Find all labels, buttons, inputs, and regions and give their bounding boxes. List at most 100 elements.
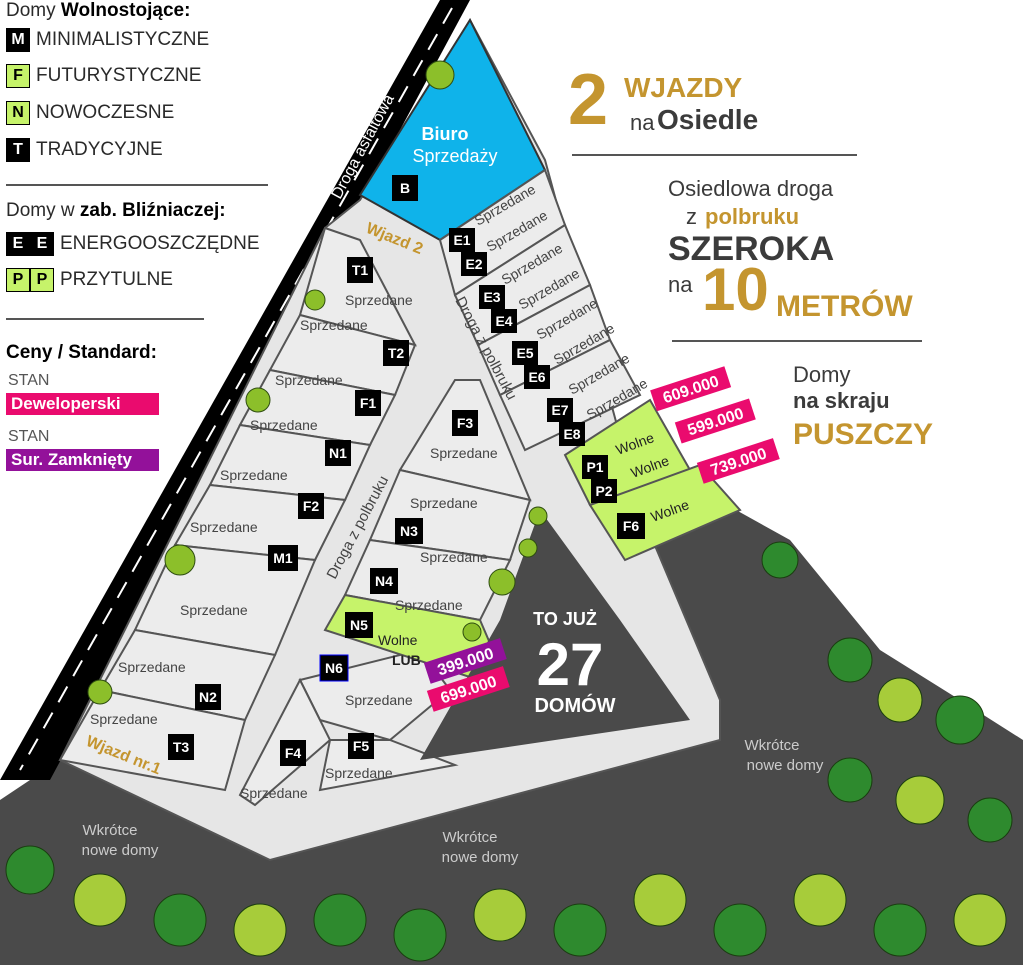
legend-label-m: MINIMALISTYCZNE xyxy=(36,29,210,51)
plot-code-e6[interactable]: E6 xyxy=(524,365,550,389)
plot-code-n3[interactable]: N3 xyxy=(395,518,423,544)
plot-code-text: N2 xyxy=(199,689,217,705)
plot-code-text: E7 xyxy=(551,402,568,418)
price-badge-p2[interactable]: 599.000 xyxy=(674,398,756,444)
price-badge-f6[interactable]: 739.000 xyxy=(696,438,780,484)
legend-code-m: M xyxy=(6,28,30,52)
plot-code-n2[interactable]: N2 xyxy=(195,684,221,710)
plot-code-p1[interactable]: P1 xyxy=(582,455,608,479)
legend-twin-bold: zab. Bliźniaczej: xyxy=(79,200,226,221)
sold-label: Sprzedane xyxy=(410,495,478,511)
plot-code-e1[interactable]: E1 xyxy=(449,228,475,252)
plot-code-e2[interactable]: E2 xyxy=(461,252,487,276)
plot-code-e5[interactable]: E5 xyxy=(512,341,538,365)
legend-twin-heading: Domy w zab. Bliźniaczej: xyxy=(6,200,226,222)
plot-code-n4[interactable]: N4 xyxy=(370,568,398,594)
plot-code-text: N3 xyxy=(400,523,418,539)
plot-code-e3[interactable]: E3 xyxy=(479,285,505,309)
plot-code-text: E5 xyxy=(516,345,533,361)
promo-road-material: polbruku xyxy=(705,204,800,229)
sold-label: Sprzedane xyxy=(345,692,413,708)
plot-code-text: T2 xyxy=(388,345,405,361)
plot-code-t2[interactable]: T2 xyxy=(383,340,409,366)
plot-code-text: N1 xyxy=(329,445,347,461)
plot-code-f4[interactable]: F4 xyxy=(280,740,306,766)
legend-code-e1: E xyxy=(6,232,30,256)
legend-code-p1: P xyxy=(6,268,30,292)
sold-label: Sprzedane xyxy=(118,659,186,675)
promo-road-wide: SZEROKA xyxy=(668,230,835,268)
legend-code-f: F xyxy=(6,64,30,88)
legend-item-m: M MINIMALISTYCZNE xyxy=(6,28,209,52)
plot-code-n1[interactable]: N1 xyxy=(325,440,351,466)
sold-label: Sprzedane xyxy=(275,372,343,388)
inner-dark xyxy=(420,510,690,760)
plot-code-text: F2 xyxy=(303,498,320,514)
sold-label: Sprzedane xyxy=(90,711,158,727)
plot-code-text: T3 xyxy=(173,739,190,755)
promo-divider xyxy=(672,340,922,342)
plot-code-e7[interactable]: E7 xyxy=(547,398,573,422)
price-badge-p1[interactable]: 609.000 xyxy=(650,366,732,412)
plot-code-text: E1 xyxy=(453,232,470,248)
plot-code-e4[interactable]: E4 xyxy=(491,309,517,333)
plot-code-text: F4 xyxy=(285,745,302,761)
plot-code-text: E8 xyxy=(563,426,580,442)
plot-code-text: F6 xyxy=(623,518,640,534)
plot-code-f2[interactable]: F2 xyxy=(298,493,324,519)
legend-detached-bold: Wolnostojące: xyxy=(60,0,191,21)
plot-code-m1[interactable]: M1 xyxy=(268,545,298,571)
legend-twin-prefix: Domy w xyxy=(6,200,80,221)
legend-stan-2: STAN xyxy=(8,428,50,445)
promo-road-width-num: 10 xyxy=(702,256,769,323)
plot-code-text: F3 xyxy=(457,415,474,431)
plot-code-n5[interactable]: N5 xyxy=(345,612,373,638)
plot-code-text: E3 xyxy=(483,289,500,305)
plot-code-f1[interactable]: F1 xyxy=(355,390,381,416)
promo-entries-place: Osiedle xyxy=(657,104,759,135)
sold-label: Sprzedane xyxy=(190,519,258,535)
center-number: 27 xyxy=(537,631,604,698)
legend-divider xyxy=(6,184,268,186)
plot-code-text: N4 xyxy=(375,573,393,589)
legend-label-e: ENERGOOSZCZĘDNE xyxy=(60,233,260,255)
legend-code-p2: P xyxy=(30,268,54,292)
legend-standard-closed: Sur. Zamknięty xyxy=(6,449,159,471)
or-label: LUB xyxy=(392,652,421,668)
promo-road-na: na xyxy=(668,272,693,297)
soon-left-1: Wkrótce xyxy=(82,822,137,839)
promo-road-line1: Osiedlowa droga xyxy=(668,176,834,201)
plot-code-t1[interactable]: T1 xyxy=(347,257,373,283)
plot-code-text: E4 xyxy=(495,313,512,329)
legend-stan-1: STAN xyxy=(8,372,50,389)
center-line-1: TO JUŻ xyxy=(533,609,597,629)
legend-item-t: T TRADYCYJNE xyxy=(6,138,163,162)
legend-standard-dev: Deweloperski xyxy=(6,393,159,415)
legend-code-t: T xyxy=(6,138,30,162)
plot-code-e8[interactable]: E8 xyxy=(559,422,585,446)
plot-code-b[interactable]: B xyxy=(392,175,418,201)
legend-code-n: N xyxy=(6,101,30,125)
plot-code-text: N5 xyxy=(350,617,368,633)
legend-label-p: PRZYTULNE xyxy=(60,269,173,291)
promo-forest-line3: PUSZCZY xyxy=(793,418,934,451)
plot-code-f3[interactable]: F3 xyxy=(452,410,478,436)
sold-label: Sprzedane xyxy=(395,597,463,613)
plot-code-p2[interactable]: P2 xyxy=(591,479,617,503)
legend-label-t: TRADYCYJNE xyxy=(36,139,163,161)
sold-label: Sprzedane xyxy=(420,549,488,565)
plot-code-f5[interactable]: F5 xyxy=(348,733,374,759)
promo-road-width-unit: METRÓW xyxy=(776,290,913,323)
plot-code-n6[interactable]: N6 xyxy=(319,654,349,682)
soon-right-1: Wkrótce xyxy=(744,737,799,754)
plot-code-f6[interactable]: F6 xyxy=(617,513,645,539)
plot-code-text: N6 xyxy=(325,660,343,676)
promo-entries-word: WJAZDY xyxy=(624,72,743,103)
plot-markers: B T1 T2 F1 N1 F2 M1 N2 T3 F3 N3 N4 N5 N6… xyxy=(168,175,645,766)
soon-right-2: nowe domy xyxy=(747,757,824,774)
legend-divider xyxy=(6,318,204,320)
plot-code-t3[interactable]: T3 xyxy=(168,734,194,760)
